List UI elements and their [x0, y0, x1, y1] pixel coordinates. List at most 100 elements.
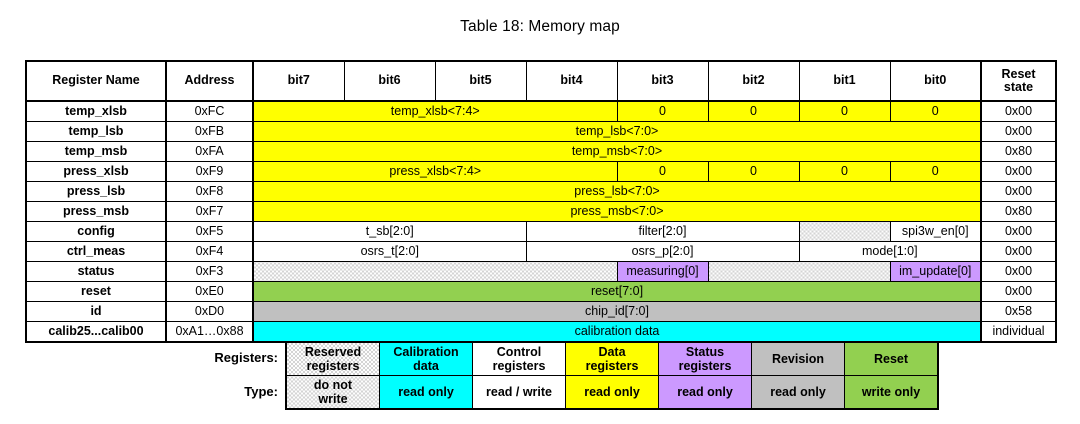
- register-name-cell: ctrl_meas: [25, 241, 167, 262]
- register-name-cell: calib25...calib00: [25, 321, 167, 343]
- legend-type-label: read only: [398, 385, 454, 399]
- bitfield-cell: 0: [707, 100, 800, 122]
- legend-register-label: Data: [598, 345, 626, 359]
- bitfield-cell: 0: [889, 161, 982, 182]
- legend-register-label-line2: registers: [678, 359, 732, 373]
- legend-type-cell: write only: [844, 375, 939, 410]
- register-address-cell: 0xE0: [165, 281, 254, 302]
- register-name-cell: press_lsb: [25, 181, 167, 202]
- reset-state-cell: 0x00: [980, 181, 1057, 202]
- bitfield-cell: 0: [889, 100, 982, 122]
- register-address-cell: 0xA1…0x88: [165, 321, 254, 343]
- bitfield-cell: spi3w_en[0]: [889, 221, 982, 242]
- legend-registers-label: Registers:: [214, 350, 278, 366]
- bitfield-cell: 0: [707, 161, 800, 182]
- register-address-cell: 0xFC: [165, 100, 254, 122]
- bitfield-cell: osrs_t[2:0]: [252, 241, 527, 262]
- bitfield-cell: chip_id[7:0]: [252, 301, 982, 322]
- table-header: Register Name Address bit7 bit6 bit5 bit…: [25, 60, 1057, 102]
- register-address-cell: 0xFA: [165, 141, 254, 162]
- register-address-cell: 0xFB: [165, 121, 254, 142]
- register-name-cell: press_msb: [25, 201, 167, 222]
- bitfield-cell: temp_lsb<7:0>: [252, 121, 982, 142]
- legend-register-label: Revision: [771, 352, 825, 366]
- legend-type-cell: read only: [751, 375, 845, 410]
- legend-register-label-line2: registers: [585, 359, 639, 373]
- header-reset-state-line2: state: [1003, 80, 1034, 94]
- legend-type-cell: read only: [565, 375, 659, 410]
- reset-state-cell: individual: [980, 321, 1057, 343]
- legend-type-label: read only: [584, 385, 640, 399]
- legend-register-label-line2: data: [413, 359, 439, 373]
- register-address-cell: 0xF8: [165, 181, 254, 202]
- header-bit3: bit3: [616, 60, 709, 102]
- legend-type-label: read only: [770, 385, 826, 399]
- reset-state-cell: 0x80: [980, 141, 1057, 162]
- bitfield-cell: filter[2:0]: [525, 221, 800, 242]
- bitfield-cell: mode[1:0]: [798, 241, 982, 262]
- header-reset-state-line1: Reset: [1001, 66, 1036, 81]
- reserved-bitfield-cell: [252, 261, 618, 282]
- register-name-cell: temp_msb: [25, 141, 167, 162]
- legend-type-cell: read only: [658, 375, 752, 410]
- bitfield-cell: press_lsb<7:0>: [252, 181, 982, 202]
- reset-state-cell: 0x00: [980, 161, 1057, 182]
- header-address: Address: [165, 60, 254, 102]
- header-bit1: bit1: [798, 60, 891, 102]
- register-name-cell: status: [25, 261, 167, 282]
- register-address-cell: 0xF4: [165, 241, 254, 262]
- reset-state-cell: 0x58: [980, 301, 1057, 322]
- table-caption: Table 18: Memory map: [460, 18, 620, 35]
- reserved-bitfield-cell: [707, 261, 891, 282]
- header-row: Register Name Address bit7 bit6 bit5 bit…: [25, 60, 1057, 102]
- reset-state-cell: 0x00: [980, 241, 1057, 262]
- bitfield-cell: im_update[0]: [889, 261, 982, 282]
- register-name-cell: config: [25, 221, 167, 242]
- register-name-cell: press_xlsb: [25, 161, 167, 182]
- legend-type-label: read / write: [486, 385, 552, 399]
- legend-type-label: write only: [861, 385, 921, 399]
- register-name-cell: temp_lsb: [25, 121, 167, 142]
- bitfield-cell: press_msb<7:0>: [252, 201, 982, 222]
- register-address-cell: 0xF7: [165, 201, 254, 222]
- bitfield-cell: calibration data: [252, 321, 982, 343]
- header-bit7: bit7: [252, 60, 345, 102]
- header-bit6: bit6: [343, 60, 436, 102]
- header-bit2: bit2: [707, 60, 800, 102]
- register-name-cell: temp_xlsb: [25, 100, 167, 122]
- legend-register-cell: Revision: [751, 341, 845, 376]
- bitfield-cell: 0: [616, 100, 709, 122]
- legend-register-label: Control: [496, 345, 542, 359]
- reset-state-cell: 0x00: [980, 221, 1057, 242]
- reset-state-cell: 0x00: [980, 100, 1057, 122]
- register-name-cell: reset: [25, 281, 167, 302]
- header-reset-state: Reset state: [980, 60, 1057, 102]
- reset-state-cell: 0x80: [980, 201, 1057, 222]
- legend-register-label-line2: registers: [306, 359, 360, 373]
- register-address-cell: 0xF5: [165, 221, 254, 242]
- legend-register-label-line2: registers: [492, 359, 546, 373]
- legend-register-label: Calibration: [393, 345, 459, 359]
- bitfield-cell: measuring[0]: [616, 261, 709, 282]
- legend-type-label-line2: write: [318, 392, 348, 406]
- bitfield-cell: 0: [616, 161, 709, 182]
- register-address-cell: 0xF3: [165, 261, 254, 282]
- bitfield-cell: press_xlsb<7:4>: [252, 161, 618, 182]
